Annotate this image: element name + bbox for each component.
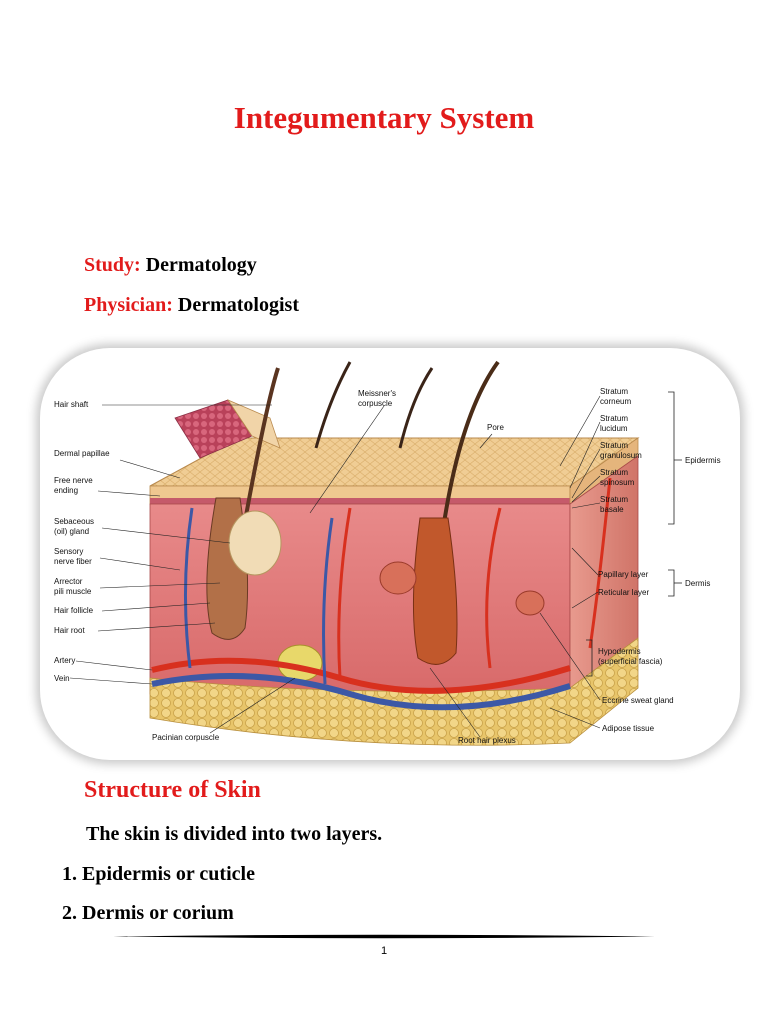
label-arrector-pili-1: Arrector [54,577,83,586]
label-stratum-lucidum-1: Stratum [600,414,628,423]
physician-label: Physician: [84,294,173,316]
label-reticular-layer: Reticular layer [598,588,649,597]
label-stratum-granulosum-1: Stratum [600,441,628,450]
section-heading: Structure of Skin [84,777,261,803]
label-sensory-nerve-fiber-1: Sensory [54,547,83,556]
physician-line: Physician: Dermatologist [84,294,299,317]
page-number: 1 [380,945,388,957]
intro-text: The skin is divided into two layers. [86,823,383,845]
study-value: Dermatology [145,254,257,276]
footer-rule [113,934,655,939]
label-hair-root: Hair root [54,626,85,635]
label-pacinian-corpuscle: Pacinian corpuscle [152,733,220,742]
list-item-1: 1. Epidermis or cuticle [62,863,255,885]
label-stratum-granulosum-2: granulosum [600,451,642,460]
label-stratum-lucidum-2: lucidum [600,424,628,433]
physician-value: Dermatologist [177,294,299,316]
label-epidermis: Epidermis [685,456,721,465]
label-eccrine-sweat-gland: Eccrine sweat gland [602,696,674,705]
study-line: Study: Dermatology [84,254,257,277]
label-sebaceous-gland-1: Sebaceous [54,517,94,526]
label-hypodermis-1: Hypodermis [598,647,641,656]
label-stratum-spinosum-1: Stratum [600,468,628,477]
label-dermis: Dermis [685,579,710,588]
label-free-nerve-ending-2: ending [54,486,78,495]
label-free-nerve-ending-1: Free nerve [54,476,93,485]
label-meissners-corpuscle-1: Meissner's [358,389,396,398]
label-stratum-corneum-2: corneum [600,397,631,406]
label-stratum-spinosum-2: spinosum [600,478,635,487]
label-vein: Vein [54,674,70,683]
label-pore: Pore [487,423,504,432]
label-sebaceous-gland-2: (oil) gland [54,527,89,536]
label-adipose-tissue: Adipose tissue [602,724,655,733]
label-stratum-basale-1: Stratum [600,495,628,504]
label-stratum-basale-2: basale [600,505,624,514]
skin-diagram: Hair shaft Dermal papillae Free nerve en… [54,360,721,746]
label-papillary-layer: Papillary layer [598,570,649,579]
label-hair-follicle: Hair follicle [54,606,94,615]
label-root-hair-plexus: Root hair plexus [458,736,516,745]
skin-diagram-frame: Hair shaft Dermal papillae Free nerve en… [40,348,740,760]
page-title: Integumentary System [233,100,535,135]
label-sensory-nerve-fiber-2: nerve fiber [54,557,92,566]
label-hair-shaft: Hair shaft [54,400,89,409]
list-item-2: 2. Dermis or corium [62,902,234,924]
label-artery: Artery [54,656,75,665]
label-dermal-papillae: Dermal papillae [54,449,110,458]
label-hypodermis-2: (superficial fascia) [598,657,663,666]
label-meissners-corpuscle-2: corpuscle [358,399,393,408]
study-label: Study: [84,254,141,276]
label-arrector-pili-2: pili muscle [54,587,92,596]
label-stratum-corneum-1: Stratum [600,387,628,396]
